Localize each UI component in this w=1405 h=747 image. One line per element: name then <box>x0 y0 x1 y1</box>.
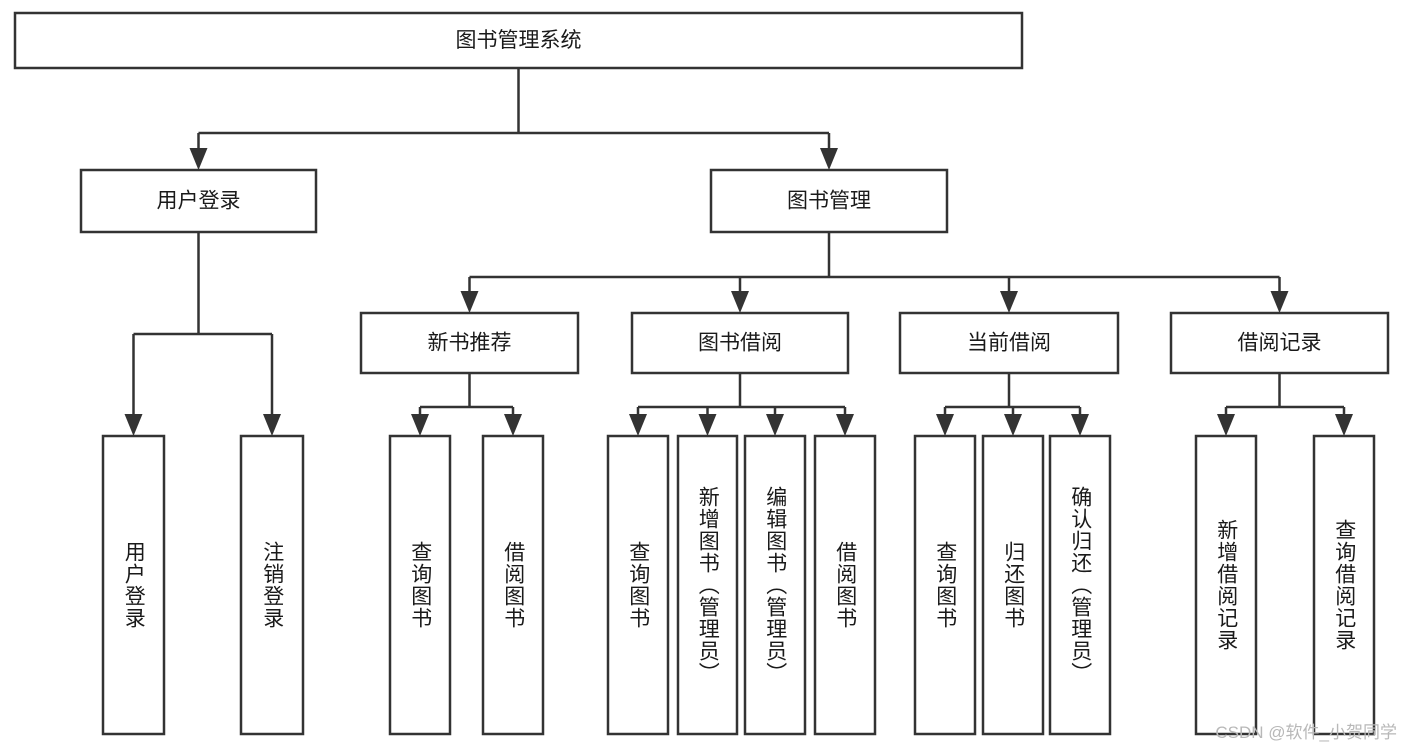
node-box-leaf-cur-query[interactable] <box>913 434 977 736</box>
node-box-book-manage[interactable] <box>709 168 949 234</box>
connector-conn-borrow-record <box>1217 373 1353 436</box>
node-box-new-book-rec[interactable] <box>359 311 580 375</box>
node-box-layer <box>13 11 1390 736</box>
arrow-head-icon <box>936 414 954 436</box>
node-label-new-book-rec: 新书推荐 <box>428 332 512 355</box>
arrow-head-icon <box>1217 414 1235 436</box>
node-box-user-login[interactable] <box>79 168 318 234</box>
node-label-book-borrow: 图书借阅 <box>698 332 782 355</box>
node-box-leaf-borrow-edit[interactable] <box>743 434 807 736</box>
node-label-book-manage: 图书管理 <box>787 190 871 213</box>
connector-conn-book-borrow <box>629 373 854 436</box>
connector-conn-root <box>189 68 838 170</box>
node-box-current-borrow[interactable] <box>898 311 1120 375</box>
arrow-head-icon <box>1004 414 1022 436</box>
connector-conn-book-manage <box>460 232 1289 313</box>
connector-layer <box>124 68 1353 436</box>
node-box-leaf-cur-return[interactable] <box>981 434 1045 736</box>
arrow-head-icon <box>189 148 208 170</box>
node-box-leaf-rec-query[interactable] <box>388 434 452 736</box>
arrow-head-icon <box>629 414 647 436</box>
arrow-head-icon <box>836 414 854 436</box>
arrow-head-icon <box>1071 414 1089 436</box>
connector-conn-user-login <box>124 232 281 436</box>
node-box-book-borrow[interactable] <box>630 311 850 375</box>
node-box-leaf-user-logout[interactable] <box>239 434 305 736</box>
node-box-borrow-record[interactable] <box>1169 311 1390 375</box>
arrow-head-icon <box>460 291 479 313</box>
node-label-user-login: 用户登录 <box>157 190 241 213</box>
arrow-head-icon <box>504 414 522 436</box>
arrow-head-icon <box>1000 291 1018 313</box>
node-box-root[interactable] <box>13 11 1024 70</box>
arrow-head-icon <box>698 414 717 436</box>
watermark-text: CSDN @软件_小贺同学 <box>1215 723 1397 742</box>
node-box-leaf-borrow-add[interactable] <box>676 434 739 736</box>
node-box-leaf-user-login[interactable] <box>101 434 166 736</box>
node-label-root: 图书管理系统 <box>456 29 582 52</box>
connector-conn-new-book-rec <box>411 373 522 436</box>
arrow-head-icon <box>263 414 281 436</box>
arrow-head-icon <box>731 291 749 313</box>
arrow-head-icon <box>766 414 784 436</box>
node-label-current-borrow: 当前借阅 <box>967 332 1051 355</box>
node-label-borrow-record: 借阅记录 <box>1238 332 1322 355</box>
node-box-leaf-borrow-query[interactable] <box>606 434 670 736</box>
node-box-leaf-borrow-do[interactable] <box>813 434 877 736</box>
node-box-leaf-rec-search[interactable] <box>1312 434 1376 736</box>
arrow-head-icon <box>1270 291 1289 313</box>
arrow-head-icon <box>820 148 838 170</box>
arrow-head-icon <box>124 414 143 436</box>
node-box-leaf-rec-borrow[interactable] <box>481 434 545 736</box>
node-box-leaf-cur-confirm[interactable] <box>1048 434 1112 736</box>
arrow-head-icon <box>1335 414 1353 436</box>
connector-conn-current-borrow <box>936 373 1089 436</box>
arrow-head-icon <box>411 414 429 436</box>
node-box-leaf-rec-add[interactable] <box>1194 434 1258 736</box>
